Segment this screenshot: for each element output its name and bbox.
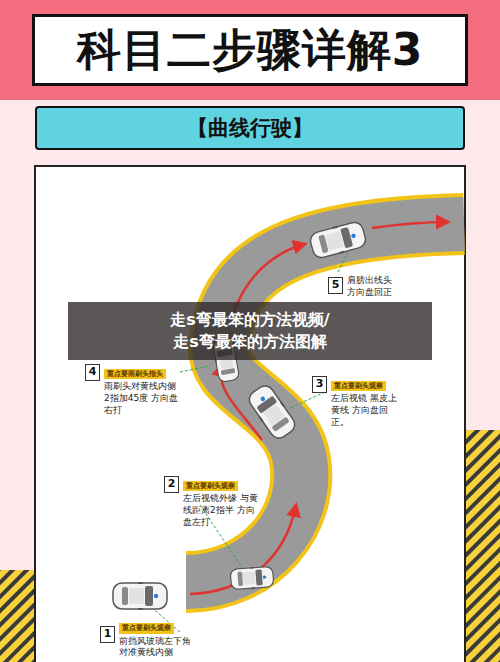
- callout-tag: 重点要刷头观察: [183, 481, 238, 491]
- callout-tag: 重点要刷头观察: [119, 623, 174, 633]
- callout: 重点要刷头观察左后视镜外缘 与黄线距离2指半 方向盘左打: [183, 474, 259, 528]
- car: [113, 581, 167, 611]
- callout: 重点要刷头观察左后视镜 黑皮上黄线 方向盘回正。: [331, 374, 399, 428]
- callout-number: 3: [312, 376, 327, 393]
- watermark-text: 走s弯最笨的方法视频/走s弯最笨的方法图解: [168, 309, 333, 354]
- route-arrow: [372, 222, 448, 228]
- leader-line: [338, 252, 348, 272]
- callout: 重点要雨刷头指头雨刷头对黄线内侧 2指加45度 方向盘右打: [104, 362, 180, 416]
- car: [244, 381, 300, 442]
- leader-line: [290, 392, 325, 408]
- title: 科目二步骤详解3: [77, 21, 424, 80]
- callout: 重点要刷头观察前挡风玻璃左下角 对准黄线内侧: [119, 616, 195, 659]
- callout-text: 肩膀出线头 方向盘回正: [347, 275, 397, 298]
- car: [230, 565, 274, 591]
- callout-number: 2: [164, 476, 179, 493]
- callout-number: 1: [100, 626, 115, 643]
- section-title: 【曲线行驶】: [187, 114, 313, 142]
- callout-text: 前挡风玻璃左下角 对准黄线内侧: [119, 636, 195, 659]
- road: [186, 224, 464, 582]
- hatch-strip: [466, 430, 500, 662]
- panel: [35, 166, 465, 662]
- callout-text: 左后视镜外缘 与黄线距离2指半 方向盘左打: [183, 493, 259, 528]
- callout-text: 雨刷头对黄线内侧 2指加45度 方向盘右打: [104, 381, 180, 416]
- callout-number: 5: [328, 277, 343, 294]
- hatch-strip: [0, 570, 34, 662]
- section-box: 【曲线行驶】: [35, 106, 465, 150]
- title-box: 科目二步骤详解3: [32, 14, 468, 86]
- watermark-band: 走s弯最笨的方法视频/走s弯最笨的方法图解: [68, 302, 432, 360]
- header-band: [0, 0, 500, 100]
- callout-tag: 重点要雨刷头指头: [104, 369, 166, 379]
- car: [308, 219, 368, 262]
- callout-tag: 重点要刷头观察: [331, 381, 386, 391]
- callout: 肩膀出线头 方向盘回正: [347, 275, 397, 298]
- road-edge: [186, 224, 464, 582]
- leader-line: [180, 366, 210, 372]
- callout-number: 4: [85, 364, 100, 381]
- callout-text: 左后视镜 黑皮上黄线 方向盘回正。: [331, 393, 399, 428]
